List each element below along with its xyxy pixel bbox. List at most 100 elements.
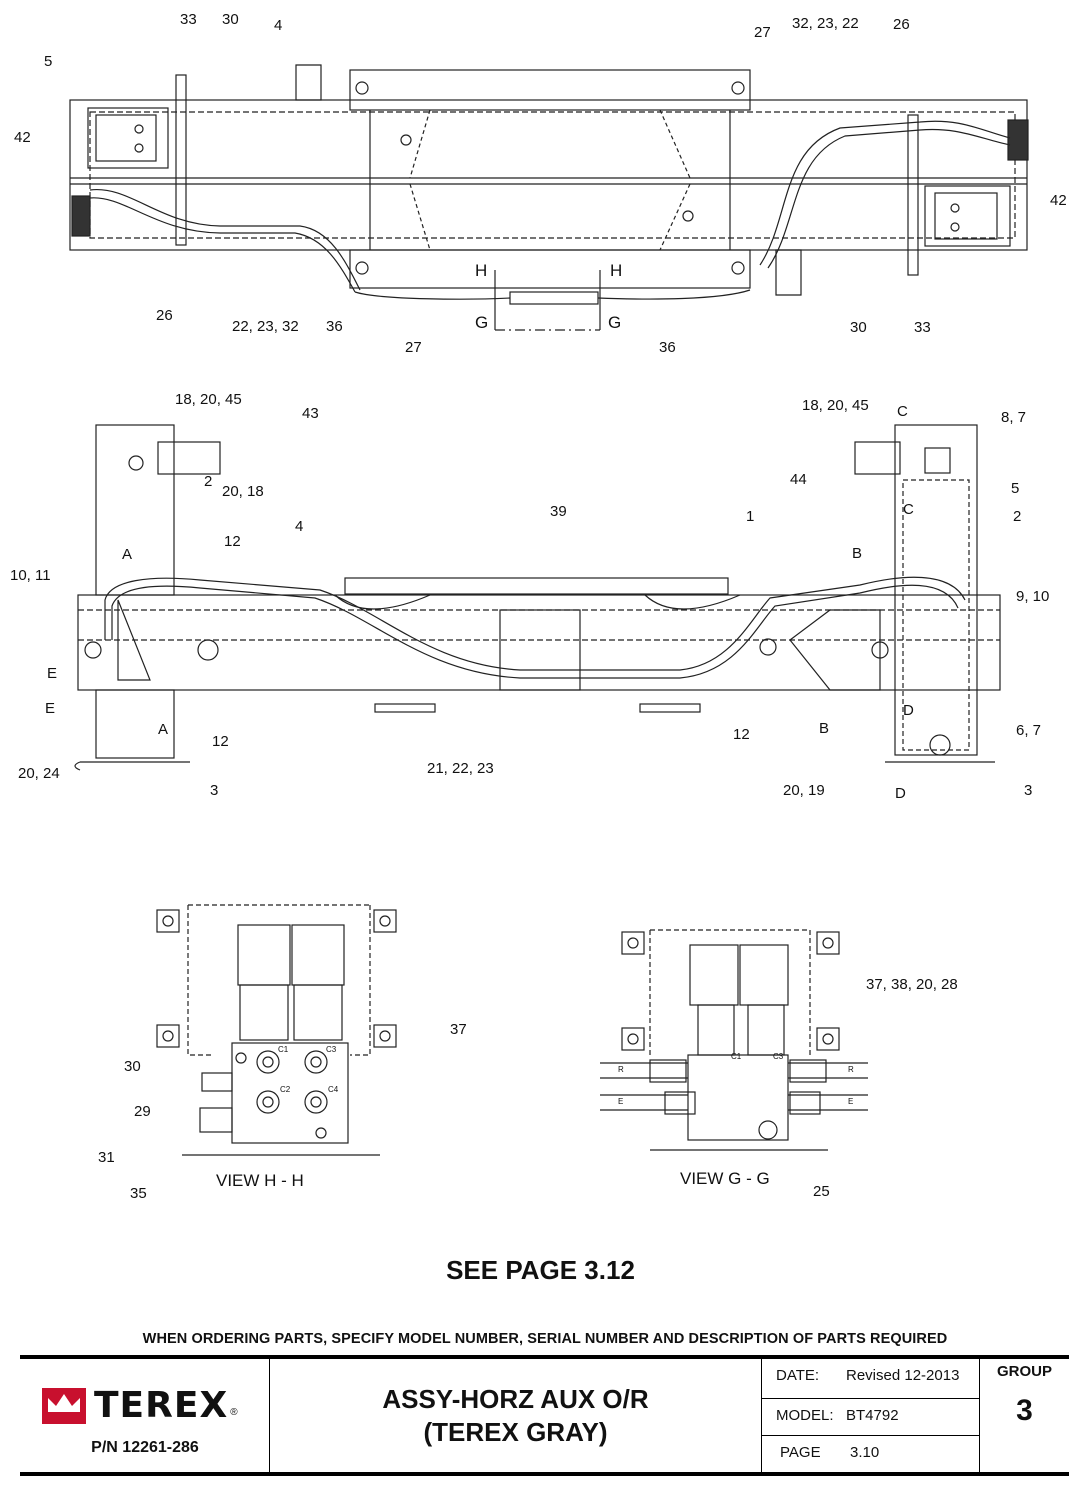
callout-top-6: 22, 23, 32: [232, 318, 299, 335]
model-row: MODEL: BT4792: [762, 1399, 980, 1436]
port-r-right: R: [848, 1065, 854, 1074]
port-c3-g: C3: [773, 1052, 784, 1061]
section-markers: H H G G: [475, 261, 622, 332]
group-label: GROUP: [996, 1363, 1052, 1380]
callout-top-3: 5: [44, 53, 52, 70]
view-g-g-drawing: [600, 929, 868, 1151]
callout-middle-15: 21, 22, 23: [427, 760, 494, 777]
callout-middle-8: A: [122, 546, 132, 563]
meta-cell: DATE: Revised 12-2013 MODEL: BT4792 PAGE…: [762, 1359, 980, 1472]
callout-middle-10: E: [45, 700, 55, 717]
callout-top-2: 4: [274, 17, 282, 34]
port-r-left: R: [618, 1065, 624, 1074]
callout-middle-24: B: [852, 545, 862, 562]
callout-top-5: 26: [156, 307, 173, 324]
date-value: Revised 12-2013: [846, 1367, 960, 1384]
callout-middle-16: 18, 20, 45: [802, 397, 869, 414]
callout-top-13: 30: [850, 319, 867, 336]
callout-middle-29: 6, 7: [1016, 722, 1041, 739]
model-label: MODEL:: [776, 1407, 834, 1424]
callout-view_g-0: 37, 38, 20, 28: [866, 976, 958, 993]
model-value: BT4792: [846, 1407, 899, 1424]
callout-middle-4: 12: [224, 533, 241, 550]
section-g-right: G: [608, 313, 621, 332]
group-cell: GROUP 3: [980, 1359, 1069, 1472]
ordering-note: WHEN ORDERING PARTS, SPECIFY MODEL NUMBE…: [142, 1331, 948, 1347]
callout-middle-14: 3: [210, 782, 218, 799]
group-number: 3: [1016, 1394, 1033, 1427]
callout-middle-9: E: [47, 665, 57, 682]
callout-middle-20: C: [903, 501, 914, 518]
callout-middle-18: 8, 7: [1001, 409, 1026, 426]
view-titles: VIEW H - H VIEW G - G: [216, 1169, 770, 1190]
callout-top-4: 42: [14, 129, 31, 146]
date-label: DATE:: [776, 1367, 820, 1384]
page-value: 3.10: [850, 1444, 880, 1461]
port-c3-h: C3: [326, 1045, 337, 1054]
callout-middle-30: 20, 19: [783, 782, 825, 799]
callout-view_g-1: 25: [813, 1183, 830, 1200]
callout-top-14: 33: [914, 319, 931, 336]
callout-middle-23: 1: [746, 508, 754, 525]
callout-middle-28: D: [903, 702, 914, 719]
callout-middle-5: 4: [295, 518, 303, 535]
section-h-right: H: [610, 261, 622, 280]
callout-top-1: 30: [222, 11, 239, 28]
title-block: TEREX ® P/N 12261-286 ASSY-HORZ AUX O/R …: [20, 1355, 1069, 1476]
section-g-left: G: [475, 313, 488, 332]
date-row: DATE: Revised 12-2013: [762, 1359, 980, 1399]
callout-middle-2: 2: [204, 473, 212, 490]
port-e-left: E: [618, 1097, 623, 1106]
view-g-title: VIEW G - G: [680, 1169, 770, 1188]
callout-middle-25: 9, 10: [1016, 588, 1049, 605]
callout-middle-19: 44: [790, 471, 807, 488]
callout-view_h-3: 35: [130, 1185, 147, 1202]
callout-top-12: 42: [1050, 192, 1067, 209]
callout-middle-22: 2: [1013, 508, 1021, 525]
part-number: P/N 12261-286: [91, 1439, 199, 1456]
callout-middle-27: B: [819, 720, 829, 737]
title-line-1: ASSY-HORZ AUX O/R: [382, 1383, 649, 1414]
top-view-assembly: [69, 64, 1029, 331]
title-cell: ASSY-HORZ AUX O/R (TEREX GRAY): [270, 1359, 762, 1472]
callout-middle-6: 39: [550, 503, 567, 520]
callout-top-7: 36: [326, 318, 343, 335]
callout-middle-31: D: [895, 785, 906, 802]
crown-icon: [42, 1387, 86, 1424]
see-page-note: SEE PAGE 3.12: [446, 1255, 635, 1285]
callout-top-9: 27: [754, 24, 771, 41]
callout-middle-7: 10, 11: [10, 567, 51, 584]
callout-view_h-2: 31: [98, 1149, 115, 1166]
title-line-2: (TEREX GRAY): [423, 1416, 608, 1447]
view-h-h-drawing: [156, 904, 397, 1156]
port-c4-h: C4: [328, 1085, 339, 1094]
callout-top-11: 26: [893, 16, 910, 33]
port-c1-h: C1: [278, 1045, 289, 1054]
callout-middle-1: 43: [302, 405, 319, 422]
callout-view_h-1: 29: [134, 1103, 151, 1120]
port-e-right: E: [848, 1097, 853, 1106]
callout-top-8: 27: [405, 339, 422, 356]
callout-middle-17: C: [897, 403, 908, 420]
callout-view_h-0: 30: [124, 1058, 141, 1075]
callout-top-15: 36: [659, 339, 676, 356]
callout-middle-21: 5: [1011, 480, 1019, 497]
view-h-title: VIEW H - H: [216, 1171, 304, 1190]
callout-middle-26: 12: [733, 726, 750, 743]
brand-name: TEREX: [94, 1385, 229, 1426]
callout-middle-3: 20, 18: [222, 483, 264, 500]
page-label: PAGE: [780, 1444, 821, 1461]
brand-logo: TEREX ®: [42, 1385, 238, 1426]
callout-middle-13: 20, 24: [18, 765, 60, 782]
registered-mark: ®: [230, 1407, 238, 1418]
logo-cell: TEREX ® P/N 12261-286: [20, 1359, 270, 1472]
side-view-assembly: [74, 424, 1001, 771]
callout-middle-11: A: [158, 721, 168, 738]
port-c1-g: C1: [731, 1052, 742, 1061]
port-labels: C1 C3 C2 C4 C1 C3 R E R E: [278, 1045, 854, 1106]
port-c2-h: C2: [280, 1085, 291, 1094]
callout-middle-32: 3: [1024, 782, 1032, 799]
section-h-left: H: [475, 261, 487, 280]
